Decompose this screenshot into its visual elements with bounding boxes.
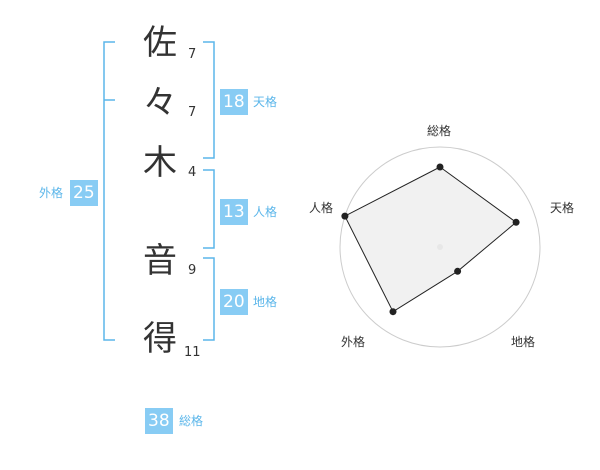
radar-polygon (344, 166, 517, 313)
name-char-5: 得 (143, 319, 177, 359)
jinkaku-badge: 13 (220, 199, 248, 225)
radar-point-5 (341, 212, 349, 220)
soukaku-badge: 38 (145, 408, 173, 434)
soukaku-label: 総格 (179, 414, 204, 428)
chikaku-badge: 20 (220, 289, 248, 315)
radar-axis-label-soukaku: 総格 (427, 124, 452, 138)
jinkaku-bracket (203, 169, 215, 249)
name-char-4: 音 (143, 241, 177, 281)
radar-point-4 (389, 308, 397, 316)
tenkaku-label: 天格 (253, 95, 278, 109)
radar-point-2 (512, 218, 520, 226)
jinkaku-label: 人格 (253, 205, 278, 219)
name-char-1: 佐 (143, 23, 177, 63)
radar-axis-label-jinkaku: 人格 (309, 201, 334, 215)
radar-axis-label-gaikaku: 外格 (341, 335, 366, 349)
radar-axis-label-tenkaku: 天格 (550, 201, 575, 215)
stroke-count-4: 9 (188, 263, 197, 278)
chikaku-bracket (203, 257, 215, 341)
radar-point-1 (436, 163, 444, 171)
stroke-count-5: 11 (184, 345, 201, 360)
tenkaku-badge: 18 (220, 89, 248, 115)
name-char-3: 木 (143, 143, 177, 183)
stroke-count-3: 4 (188, 165, 197, 180)
gaikaku-bracket (103, 41, 115, 341)
radar-axis-label-chikaku: 地格 (511, 335, 536, 349)
stroke-count-1: 7 (188, 47, 197, 62)
chikaku-label: 地格 (253, 295, 278, 309)
gaikaku-badge: 25 (70, 180, 98, 206)
name-char-2: 々 (143, 83, 177, 123)
tenkaku-bracket (203, 41, 215, 159)
stroke-count-2: 7 (188, 105, 197, 120)
gaikaku-label: 外格 (39, 186, 64, 200)
radar-point-3 (454, 267, 462, 275)
